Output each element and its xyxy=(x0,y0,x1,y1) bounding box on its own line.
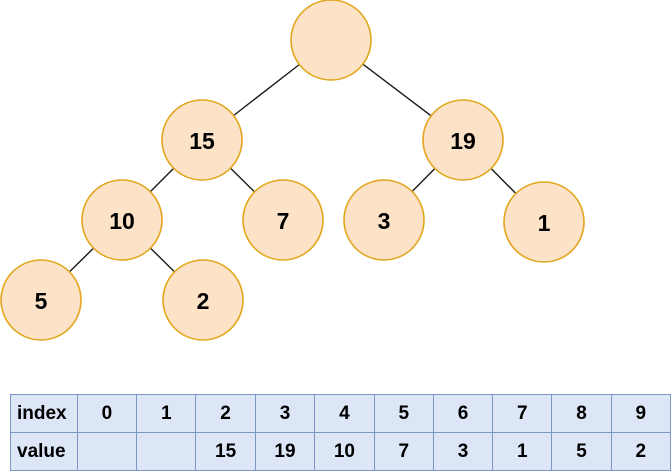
tree-node-empty[interactable] xyxy=(290,0,372,81)
array-cell-index-5[interactable]: 5 xyxy=(373,394,434,433)
array-cell-value-4[interactable]: 10 xyxy=(314,432,375,471)
array-cell-index-6[interactable]: 6 xyxy=(432,394,494,433)
tree-node-label: 15 xyxy=(189,128,215,154)
tree-node-15[interactable]: 15 xyxy=(161,99,243,181)
tree-node-label: 7 xyxy=(277,208,290,234)
array-cell-index-4[interactable]: 4 xyxy=(314,394,375,433)
array-cell-value-7[interactable]: 1 xyxy=(492,432,553,471)
tree-edge-n0-n1 xyxy=(233,63,300,117)
array-cell-index-0[interactable]: 0 xyxy=(76,394,138,433)
array-cell-value-2[interactable]: 15 xyxy=(195,432,256,471)
tree-node-5[interactable]: 5 xyxy=(0,259,82,341)
tree-node-label: 2 xyxy=(197,288,210,314)
array-cell-value-9[interactable]: 2 xyxy=(610,432,671,471)
tree-node-circle[interactable] xyxy=(503,181,585,263)
tree-node-label: 1 xyxy=(538,210,551,236)
tree-edge-n1-n3 xyxy=(149,167,175,193)
tree-node-19[interactable]: 19 xyxy=(422,99,504,181)
tree-edge-n0-n2 xyxy=(362,63,432,117)
array-cell-value-3[interactable]: 19 xyxy=(254,432,316,471)
tree-node-circle[interactable] xyxy=(343,179,425,261)
array-row-header: value xyxy=(10,432,78,471)
tree-node-circle[interactable] xyxy=(290,0,372,81)
array-cell-value-5[interactable]: 7 xyxy=(373,432,434,471)
tree-edge-n3-n8 xyxy=(149,247,176,273)
tree-edge-group xyxy=(68,63,517,273)
tree-node-7[interactable]: 7 xyxy=(242,179,324,261)
tree-node-circle[interactable] xyxy=(242,179,324,261)
tree-node-1[interactable]: 1 xyxy=(503,181,585,263)
tree-node-label: 5 xyxy=(35,288,48,314)
array-cell-value-0[interactable] xyxy=(76,432,138,471)
array-cell-index-9[interactable]: 9 xyxy=(610,394,671,433)
tree-node-circle[interactable] xyxy=(161,99,243,181)
tree-edge-n3-n7 xyxy=(68,247,95,273)
tree-node-3[interactable]: 3 xyxy=(343,179,425,261)
tree-node-2[interactable]: 2 xyxy=(162,259,244,341)
tree-node-label: 19 xyxy=(450,128,476,154)
array-cell-value-8[interactable]: 5 xyxy=(551,432,612,471)
tree-node-circle[interactable] xyxy=(81,179,163,261)
tree-node-10[interactable]: 10 xyxy=(81,179,163,261)
array-cell-value-1[interactable] xyxy=(136,432,197,471)
tree-edge-n2-n5 xyxy=(411,167,436,193)
tree-node-circle[interactable] xyxy=(162,259,244,341)
array-row-header: index xyxy=(10,394,78,433)
tree-node-label: 3 xyxy=(378,208,391,234)
tree-node-circle[interactable] xyxy=(0,259,82,341)
tree-node-circle[interactable] xyxy=(422,99,504,181)
array-cell-index-1[interactable]: 1 xyxy=(136,394,197,433)
array-cell-index-7[interactable]: 7 xyxy=(492,394,553,433)
array-cell-index-3[interactable]: 3 xyxy=(254,394,316,433)
tree-edge-n2-n6 xyxy=(490,167,517,195)
array-cell-index-8[interactable]: 8 xyxy=(551,394,612,433)
tree-edge-n1-n4 xyxy=(229,167,256,193)
array-cell-value-6[interactable]: 3 xyxy=(432,432,494,471)
tree-node-label: 10 xyxy=(109,208,135,234)
array-cell-index-2[interactable]: 2 xyxy=(195,394,256,433)
